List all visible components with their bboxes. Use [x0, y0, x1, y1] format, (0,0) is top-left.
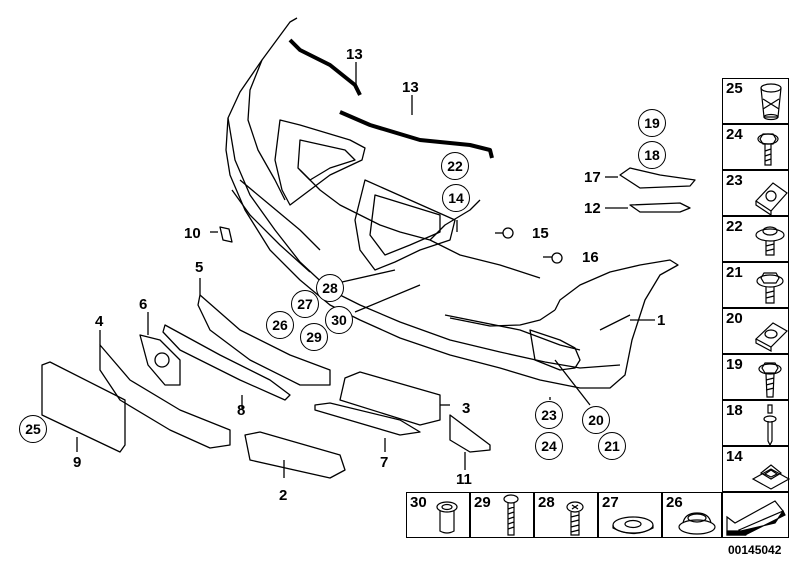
hex-screw-icon [757, 133, 779, 166]
circled-callout-18: 18 [638, 141, 666, 169]
callout-9: 9 [73, 454, 82, 471]
hardware-cell-18: 18 [722, 400, 789, 447]
circled-callout-25: 25 [19, 415, 47, 443]
trim-strip-13b [339, 110, 494, 159]
navigation-arrow-icon [726, 500, 786, 536]
circled-callout-14: 14 [442, 184, 470, 212]
circled-callout-22: 22 [441, 152, 469, 180]
hardware-cell-27: 27 [598, 492, 662, 538]
circled-callout-27: 27 [291, 290, 319, 318]
circled-callout-29: 29 [300, 323, 328, 351]
trim-strip-13a [288, 38, 362, 96]
pan-head-screw-icon [503, 494, 519, 536]
hardware-cell-21: 21 [722, 262, 789, 308]
expanding-nut-icon [760, 83, 782, 121]
callout-12: 12 [584, 200, 601, 217]
hardware-cell-20: 20 [722, 308, 789, 354]
callout-16: 16 [582, 249, 599, 266]
hardware-cell-26: 26 [662, 492, 722, 538]
callout-11: 11 [456, 471, 472, 488]
circled-callout-23: 23 [535, 401, 563, 429]
hardware-cell-19: 19 [722, 354, 789, 400]
callout-13b: 13 [402, 79, 419, 96]
part-17 [619, 167, 696, 189]
navigation-arrow-cell[interactable] [722, 492, 789, 538]
strip-7 [314, 402, 421, 436]
phillips-screw-icon [566, 501, 584, 536]
clip-nut-icon [754, 322, 788, 352]
callout-5: 5 [195, 259, 204, 276]
hardware-cell-14: 14 [722, 446, 790, 492]
circled-callout-19: 19 [638, 109, 666, 137]
circled-callout-30: 30 [325, 306, 353, 334]
part-11 [449, 414, 491, 453]
hardware-cell-23: 23 [722, 170, 789, 217]
circled-callout-28: 28 [316, 274, 344, 302]
callout-2: 2 [279, 487, 288, 504]
callout-10: 10 [184, 225, 201, 242]
kidney-grille [274, 119, 366, 206]
rivet-nut-icon [436, 501, 458, 534]
callout-3: 3 [462, 400, 471, 417]
callout-1: 1 [657, 312, 666, 329]
hex-tapping-screw-icon [758, 362, 782, 398]
reference-number: 00145042 [728, 543, 782, 557]
hardware-cell-30: 30 [406, 492, 470, 538]
callout-8: 8 [237, 402, 246, 419]
speed-nut-icon [755, 182, 788, 217]
circled-callout-20: 20 [582, 406, 610, 434]
hardware-cell-24: 24 [722, 124, 789, 170]
callout-13a: 13 [346, 46, 363, 63]
grille-5 [197, 294, 331, 386]
part-12 [629, 202, 691, 213]
circled-callout-26: 26 [266, 311, 294, 339]
hardware-cell-25: 25 [722, 78, 789, 124]
washer-icon [612, 516, 654, 535]
hardware-cell-22: 22 [722, 216, 789, 262]
strip-8 [162, 324, 291, 401]
license-plate-bracket-9 [41, 361, 126, 453]
callout-7: 7 [380, 454, 389, 471]
grille-3 [339, 371, 441, 426]
callout-17: 17 [584, 169, 601, 186]
grille-2 [244, 431, 346, 479]
callout-4: 4 [95, 313, 104, 330]
torx-washer-screw-icon [755, 226, 785, 256]
bumper-cover [225, 17, 679, 389]
part-10 [219, 226, 233, 243]
hardware-cell-29: 29 [470, 492, 534, 538]
grille-6 [139, 334, 181, 386]
square-nut-icon [751, 464, 790, 490]
hex-flange-screw-icon [756, 272, 784, 304]
circled-callout-21: 21 [598, 432, 626, 460]
callout-6: 6 [139, 296, 148, 313]
hardware-cell-28: 28 [534, 492, 598, 538]
grille-4 [99, 344, 231, 449]
cap-icon [678, 512, 716, 535]
circled-callout-24: 24 [535, 432, 563, 460]
pin-screw-icon [763, 404, 777, 447]
callout-15: 15 [532, 225, 549, 242]
